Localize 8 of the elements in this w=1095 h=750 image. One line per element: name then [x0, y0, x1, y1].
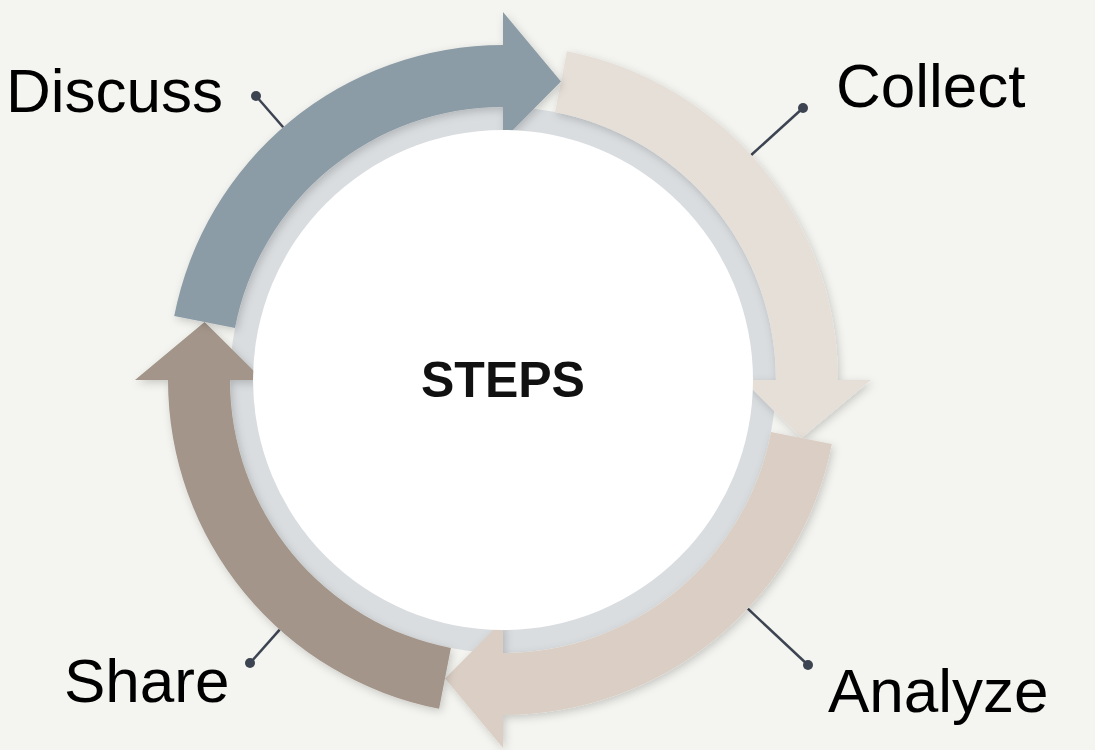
leader-line — [746, 607, 813, 670]
leader-line — [245, 628, 281, 668]
step-label: Share — [64, 650, 230, 712]
leader-line — [251, 91, 285, 129]
step-label: Discuss — [6, 60, 224, 122]
center-title: STEPS — [421, 351, 585, 409]
leader-line — [750, 103, 808, 156]
step-label: Collect — [836, 55, 1026, 117]
